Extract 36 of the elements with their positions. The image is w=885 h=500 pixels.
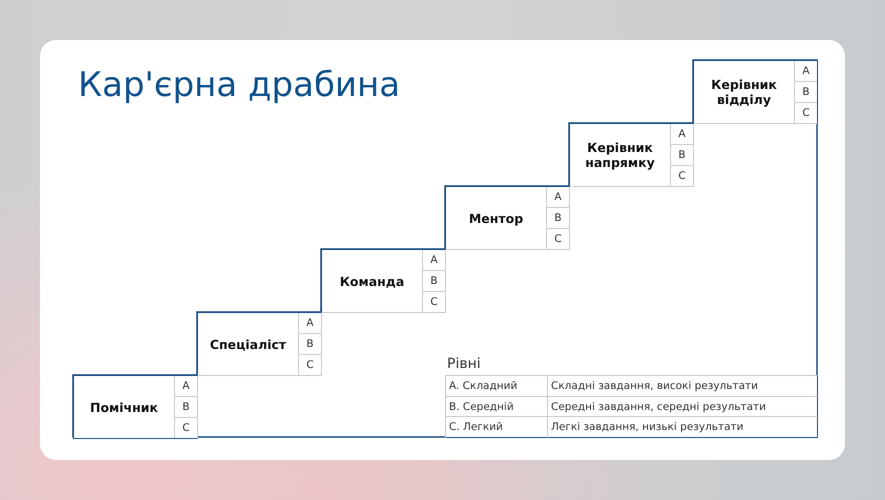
career-step — [693, 60, 818, 124]
career-step — [445, 186, 570, 250]
level-description-cell: Складні завдання, високі результати — [547, 375, 818, 397]
level-cell: C — [671, 166, 693, 186]
level-cell: C — [423, 292, 445, 312]
level-cell: A — [671, 124, 693, 145]
level-cell: B — [795, 82, 817, 103]
level-cell: C — [795, 103, 817, 123]
step-title: Керівник напрямку — [584, 140, 656, 170]
level-cell: B — [671, 145, 693, 166]
level-cell: C — [175, 418, 197, 438]
level-cell: B — [299, 334, 321, 355]
career-step — [73, 375, 198, 439]
level-cell: C — [299, 355, 321, 375]
level-cell: C — [547, 229, 569, 249]
table-heading: Рівні — [447, 355, 481, 373]
step-title: Спеціаліст — [210, 336, 286, 352]
career-step — [569, 123, 694, 187]
level-cell: B — [547, 208, 569, 229]
step-title: Керівник відділу — [710, 77, 778, 107]
level-cell: A — [175, 376, 197, 397]
step-title: Помічник — [90, 400, 158, 414]
level-cell: A — [299, 313, 321, 334]
level-cell: B — [175, 397, 197, 418]
level-name-cell: A. Складний — [445, 375, 548, 397]
level-name-cell: C. Легкий — [445, 416, 548, 438]
level-cell: B — [423, 271, 445, 292]
career-step — [321, 249, 446, 313]
level-description-cell: Легкі завдання, низькі результати — [547, 416, 818, 438]
career-step — [197, 312, 322, 376]
level-cell: A — [795, 61, 817, 82]
page-title: Кар'єрна драбина — [78, 65, 400, 105]
level-cell: A — [547, 187, 569, 208]
step-title: Команда — [340, 274, 404, 288]
level-cell: A — [423, 250, 445, 271]
step-title: Ментор — [468, 210, 524, 226]
